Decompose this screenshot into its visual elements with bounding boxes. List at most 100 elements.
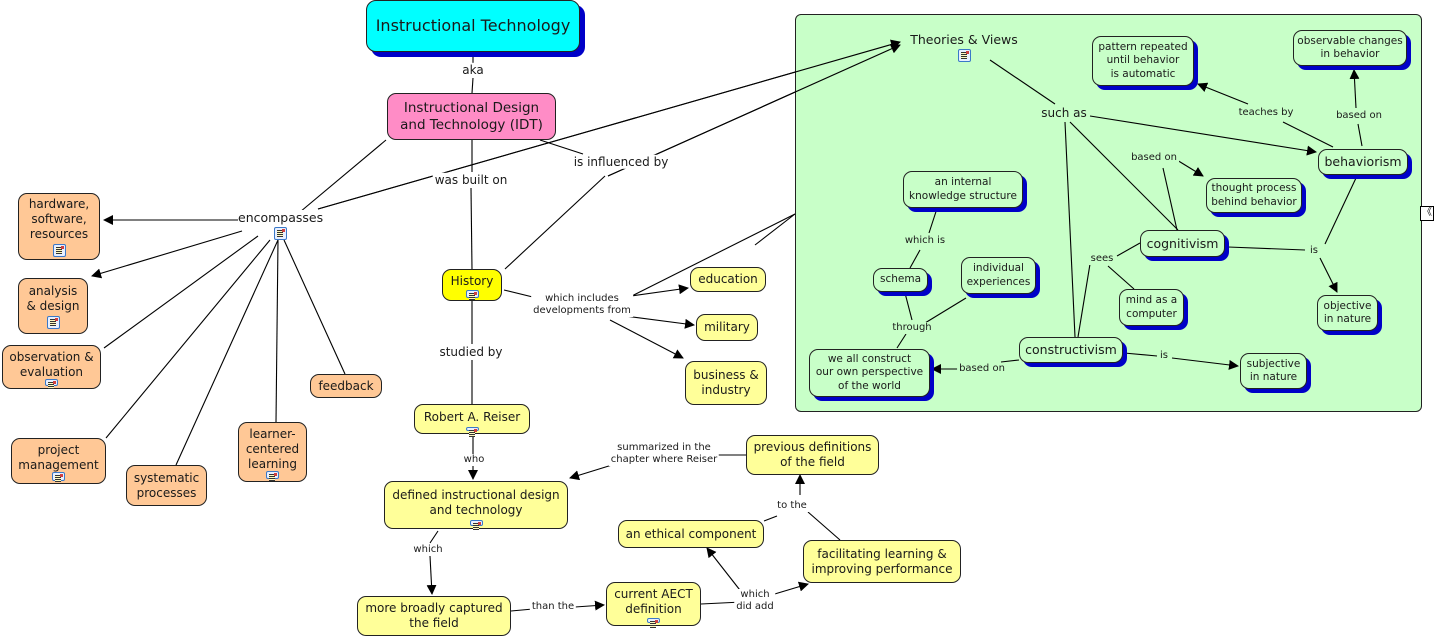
- connector-line: [1123, 352, 1158, 357]
- concept-history[interactable]: History: [442, 269, 502, 301]
- connector-line: [103, 235, 259, 349]
- concept-internal[interactable]: an internal knowledge structure: [903, 171, 1023, 208]
- connector-line: [1064, 121, 1076, 338]
- resource-doc-icon[interactable]: [957, 49, 971, 62]
- connector-line: [1227, 246, 1306, 251]
- connector-line: [471, 77, 474, 94]
- concept-reiser[interactable]: Robert A. Reiser: [414, 404, 530, 437]
- link-through: through: [890, 322, 934, 334]
- connector-arrow: [426, 555, 437, 595]
- connector-line: [175, 239, 279, 466]
- connector-line: [539, 139, 584, 155]
- concept-subjective[interactable]: subjective in nature: [1240, 353, 1307, 389]
- link-sees: sees: [1088, 253, 1116, 265]
- concept-cognitivism[interactable]: cognitivism: [1140, 230, 1225, 257]
- resource-doc-icon[interactable]: [266, 471, 279, 481]
- concept-previous[interactable]: previous definitions of the field: [746, 435, 879, 475]
- concept-schema[interactable]: schema: [873, 268, 928, 292]
- connector-line: [896, 333, 907, 349]
- concept-pattern[interactable]: pattern repeated until behavior is autom…: [1092, 36, 1194, 86]
- connector-line: [1162, 167, 1178, 231]
- connector-line: [605, 213, 796, 310]
- link-than-the: than the: [529, 601, 577, 613]
- resource-doc-icon[interactable]: [465, 427, 479, 437]
- resource-doc-icon[interactable]: [52, 243, 66, 257]
- connector-arrow: [1171, 357, 1239, 370]
- connector-line: [1282, 121, 1334, 148]
- connector-arrow: [607, 44, 901, 177]
- concept-systematic[interactable]: systematic processes: [126, 465, 207, 506]
- concept-defined[interactable]: defined instructional design and technol…: [384, 481, 568, 530]
- connector-line: [1324, 177, 1357, 245]
- concept-instructional-technology[interactable]: Instructional Technology: [366, 0, 580, 52]
- link-is-subjective: is: [1158, 350, 1170, 362]
- link-who: who: [461, 454, 487, 466]
- connector-line: [989, 59, 1056, 105]
- connector-line: [1357, 123, 1363, 147]
- connector-line: [470, 187, 473, 270]
- connector-line: [909, 249, 921, 269]
- concept-hardware[interactable]: hardware, software, resources: [18, 193, 100, 260]
- link-encompasses: encompasses: [238, 210, 323, 243]
- concept-broadly[interactable]: more broadly captured the field: [357, 596, 511, 636]
- concept-thought[interactable]: thought process behind behavior: [1206, 178, 1302, 213]
- resource-doc-icon[interactable]: [465, 290, 479, 300]
- link-teaches-by: teaches by: [1236, 107, 1296, 119]
- resource-doc-icon[interactable]: [647, 618, 660, 628]
- concept-behaviorism[interactable]: behaviorism: [1318, 149, 1408, 175]
- connector-line: [1000, 359, 1020, 363]
- link-is-influenced-by: is influenced by: [571, 154, 671, 170]
- concept-construct[interactable]: we all construct our own perspective of …: [809, 349, 930, 397]
- collapse-panel-icon[interactable]: 《: [1420, 206, 1434, 221]
- resource-doc-icon[interactable]: [273, 227, 287, 240]
- link-is-objective: is: [1308, 245, 1320, 257]
- connector-line: [924, 297, 967, 324]
- concept-feedback[interactable]: feedback: [310, 374, 382, 398]
- concept-constructivism[interactable]: constructivism: [1019, 337, 1123, 363]
- connector-arrow: [1319, 257, 1338, 293]
- concept-facilitating[interactable]: facilitating learning & improving perfor…: [803, 540, 961, 583]
- concept-aect[interactable]: current AECT definition: [606, 582, 701, 628]
- connector-line: [1107, 265, 1135, 290]
- connector-line: [275, 239, 279, 423]
- resource-doc-icon[interactable]: [46, 315, 60, 329]
- concept-military[interactable]: military: [696, 314, 758, 341]
- link-based-on-behaviorism: based on: [1334, 110, 1384, 122]
- concept-project[interactable]: project management: [11, 438, 106, 484]
- resource-doc-icon[interactable]: [52, 472, 65, 482]
- connector-line: [1069, 121, 1179, 231]
- concept-ethical[interactable]: an ethical component: [618, 520, 764, 548]
- resource-doc-icon[interactable]: [45, 379, 58, 389]
- resource-doc-icon[interactable]: [469, 520, 483, 530]
- concept-learner[interactable]: learner- centered learning: [238, 422, 307, 482]
- link-aka: aka: [460, 62, 486, 78]
- link-which-is: which is: [902, 235, 948, 247]
- concept-observable[interactable]: observable changes in behavior: [1293, 30, 1407, 66]
- connector-line: [429, 530, 439, 544]
- link-to-the: to the: [775, 500, 809, 512]
- concept-observation[interactable]: observation & evaluation: [2, 345, 101, 389]
- connector-arrow: [574, 600, 605, 611]
- connector-arrow: [317, 39, 901, 210]
- connector-line: [1116, 242, 1141, 257]
- concept-idt[interactable]: Instructional Design and Technology (IDT…: [387, 93, 556, 140]
- concept-theories[interactable]: Theories & Views: [900, 32, 1028, 65]
- connector-arrow: [706, 547, 744, 595]
- link-based-on-cognitivism: based on: [1129, 152, 1179, 164]
- link-such-as: such as: [1039, 105, 1089, 121]
- concept-individual[interactable]: individual experiences: [961, 257, 1036, 294]
- concept-analysis[interactable]: analysis & design: [18, 278, 88, 334]
- link-was-built-on: was built on: [432, 172, 510, 188]
- link-which-did-add: which did add: [734, 589, 776, 613]
- link-based-on-constructivism: based on: [957, 363, 1007, 375]
- connector-line: [754, 213, 796, 246]
- connector-line: [504, 175, 606, 270]
- concept-objective[interactable]: objective in nature: [1317, 295, 1378, 331]
- connector-line: [105, 239, 271, 439]
- connector-line: [283, 239, 346, 375]
- concept-education[interactable]: education: [690, 267, 766, 292]
- connector-arrow: [1089, 115, 1317, 156]
- concept-mind[interactable]: mind as a computer: [1119, 289, 1184, 326]
- connector-line: [763, 515, 778, 522]
- concept-business[interactable]: business & industry: [685, 361, 767, 405]
